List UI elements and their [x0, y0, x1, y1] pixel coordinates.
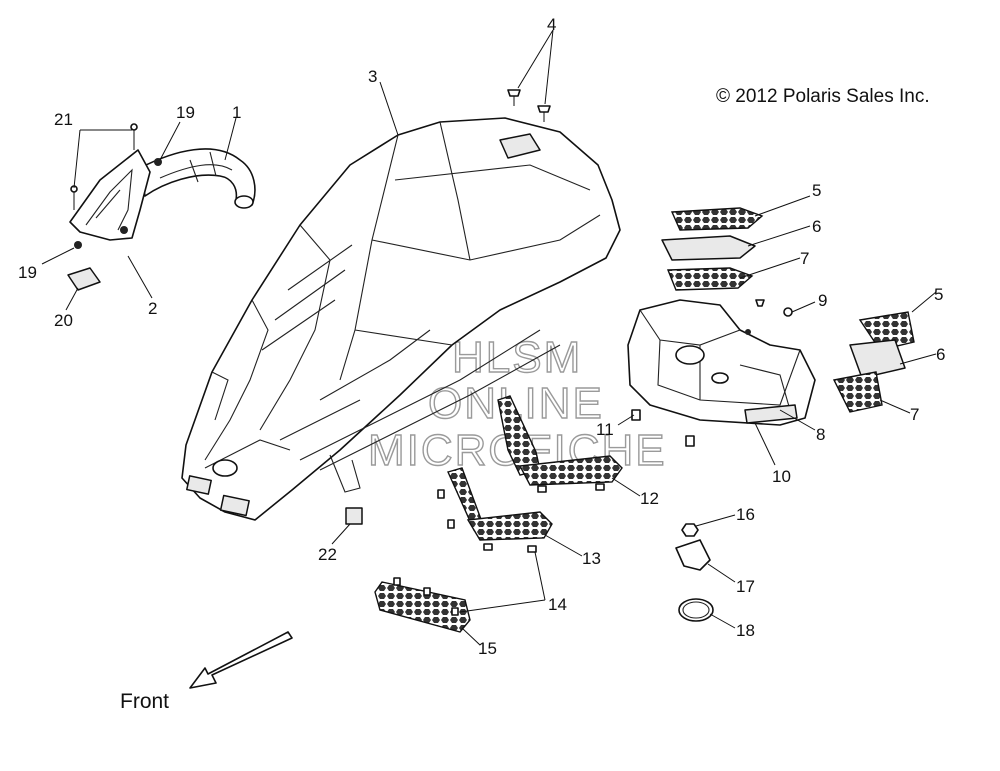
callout-6-b: 6: [936, 345, 945, 364]
callout-5-b: 5: [934, 285, 943, 304]
parts-16-17-18: [675, 523, 714, 622]
copyright-text: © 2012 Polaris Sales Inc.: [716, 86, 930, 107]
hood-part-3: [181, 117, 621, 521]
callout-7-b: 7: [910, 405, 919, 424]
pad-part-20: [67, 267, 101, 291]
callout-22: 22: [318, 545, 337, 564]
vent-part-13: [437, 467, 553, 553]
callout-17: 17: [736, 577, 755, 596]
vent-part-12: [497, 395, 623, 493]
vents-right-5-6-7: [832, 311, 915, 413]
screw-near-9: [755, 299, 765, 307]
strip-part-10: [744, 404, 798, 424]
callout-21: 21: [54, 110, 73, 129]
fastener-part-9: [783, 307, 793, 317]
callout-15: 15: [478, 639, 497, 658]
callout-14: 14: [548, 595, 567, 614]
duct-part-1: [139, 148, 256, 209]
callout-20: 20: [54, 311, 73, 330]
callout-3: 3: [368, 67, 377, 86]
airbox-part-8: [627, 299, 816, 426]
leader-lines: [41, 29, 937, 646]
front-label: Front: [120, 690, 170, 713]
callout-18: 18: [736, 621, 755, 640]
callout-4: 4: [547, 15, 556, 34]
vent-part-15: [374, 577, 471, 633]
callout-11: 11: [596, 420, 614, 439]
callout-9: 9: [818, 291, 827, 310]
callout-2: 2: [148, 299, 157, 318]
front-arrow: [189, 631, 293, 689]
watermark-line1: HLSM: [452, 333, 582, 382]
callout-19: 19: [176, 103, 195, 122]
vents-upper-5-6-7: [661, 207, 764, 291]
callout-7: 7: [800, 249, 809, 268]
screws-part-4: [507, 89, 551, 122]
callout-5: 5: [812, 181, 821, 200]
callout-13: 13: [582, 549, 601, 568]
clips-part-11: [631, 409, 695, 447]
callout-19-b: 19: [18, 263, 37, 282]
callout-6: 6: [812, 217, 821, 236]
callout-numbers: 1 2 3 4 5 6 7 8 9 10 11 12 13 14 15 16 1…: [18, 15, 945, 658]
callout-10: 10: [772, 467, 791, 486]
callout-1: 1: [232, 103, 241, 122]
callout-12: 12: [640, 489, 659, 508]
clip-part-22: [345, 507, 363, 525]
callout-8: 8: [816, 425, 825, 444]
callout-16: 16: [736, 505, 755, 524]
